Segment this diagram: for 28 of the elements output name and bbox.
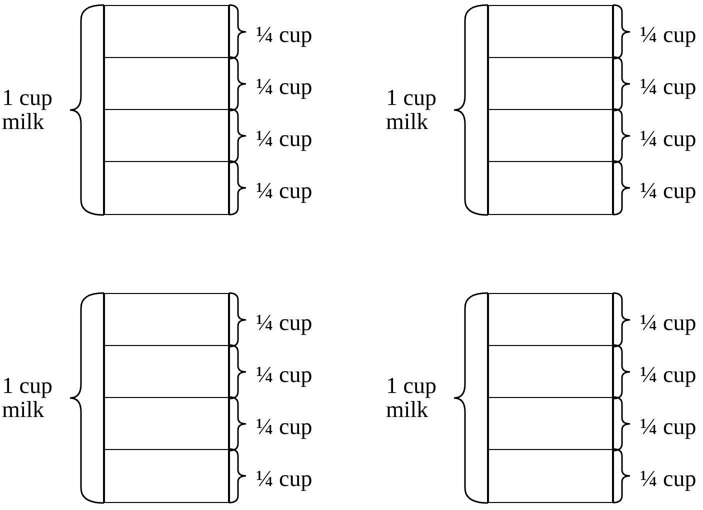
quantity-label: ¼ cup bbox=[640, 22, 696, 47]
quantity-label: ¼ cup bbox=[256, 74, 312, 99]
quantity-label: 1 cup milk bbox=[386, 86, 438, 134]
quantity-label: ¼ cup bbox=[256, 415, 312, 440]
tape-bar bbox=[487, 293, 614, 503]
quantity-label: ¼ cup bbox=[256, 362, 312, 387]
quantity-label: ¼ cup bbox=[640, 415, 696, 440]
quantity-label: ¼ cup bbox=[640, 362, 696, 387]
quantity-label: ¼ cup bbox=[640, 127, 696, 152]
tape-segment bbox=[489, 161, 612, 215]
tape-segment bbox=[105, 161, 228, 215]
quantity-label: ¼ cup bbox=[256, 310, 312, 335]
quantity-label: 1 cup milk bbox=[2, 374, 54, 422]
quantity-label: ¼ cup bbox=[640, 74, 696, 99]
tape-segment bbox=[105, 449, 228, 503]
quantity-label: ¼ cup bbox=[640, 310, 696, 335]
quantity-label: ¼ cup bbox=[256, 179, 312, 204]
quantity-label: ¼ cup bbox=[640, 179, 696, 204]
quantity-label: ¼ cup bbox=[256, 467, 312, 492]
quantity-label: 1 cup milk bbox=[386, 374, 438, 422]
quantity-label: ¼ cup bbox=[256, 127, 312, 152]
quantity-label: ¼ cup bbox=[640, 467, 696, 492]
tape-bar bbox=[103, 5, 230, 215]
tape-segment bbox=[489, 449, 612, 503]
quantity-label: ¼ cup bbox=[256, 22, 312, 47]
quantity-label: 1 cup milk bbox=[2, 86, 54, 134]
tape-bar bbox=[487, 5, 614, 215]
tape-bar bbox=[103, 293, 230, 503]
